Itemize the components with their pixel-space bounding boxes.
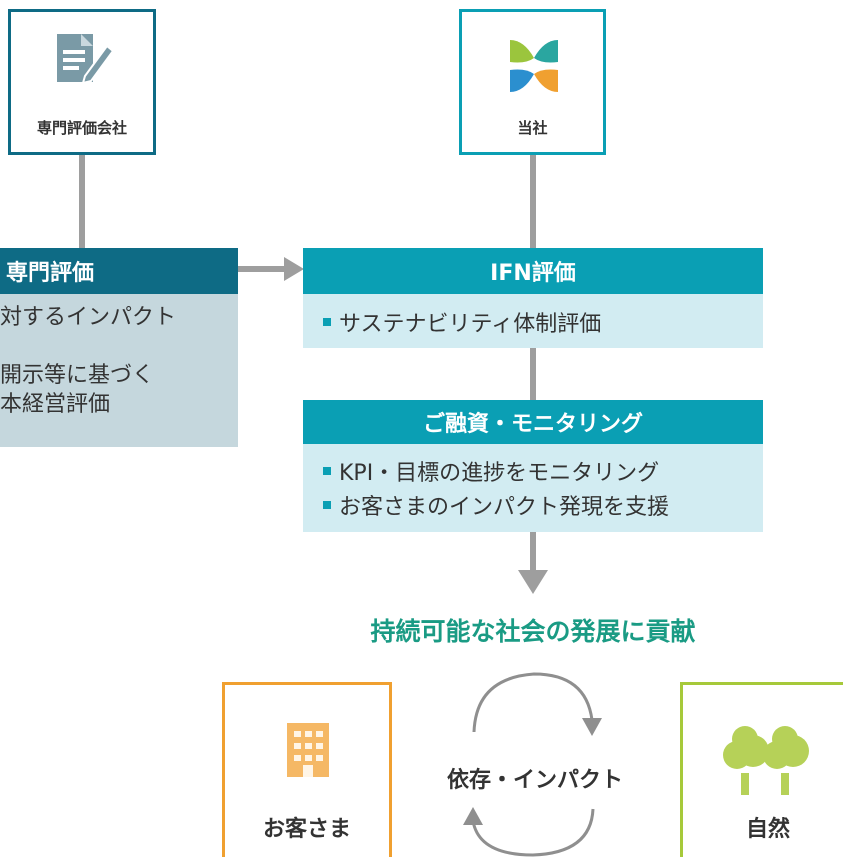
expert-eval-title: 専門評価 [6, 261, 95, 286]
loan-monitoring-bullet-2: お客さまのインパクト発現を支援 [323, 488, 763, 522]
cycle-label: 依存・インパクト [446, 768, 623, 793]
loan-monitoring-bullet-2-text: お客さまのインパクト発現を支援 [339, 495, 670, 520]
ifn-eval-title: IFN評価 [490, 261, 576, 286]
connector-evaluator [79, 155, 85, 248]
expert-eval-line-2: 開示等に基づく [0, 363, 155, 388]
cycle-arrow-top-icon [472, 672, 602, 736]
evaluator-card: 専門評価会社 [8, 9, 156, 155]
expert-eval-body: 対するインパクト 開示等に基づく 本経営評価 [0, 294, 238, 447]
ifn-eval-bullet-text: サステナビリティ体制評価 [339, 312, 602, 337]
customer-card: お客さま [222, 682, 392, 857]
connector-ifn-loan [530, 348, 536, 400]
connector-company-ifn [530, 155, 536, 248]
loan-monitoring-bullet-1: KPI・目標の進捗をモニタリング [323, 454, 763, 488]
company-label: 当社 [517, 119, 548, 137]
trees-icon [723, 726, 809, 795]
building-icon [287, 723, 329, 777]
loan-monitoring-bullet-1-text: KPI・目標の進捗をモニタリング [339, 461, 660, 486]
connector-expert-ifn [238, 266, 286, 272]
nature-card: 自然 [680, 682, 843, 857]
expert-eval-line-3: 本経営評価 [0, 392, 111, 417]
nature-label: 自然 [746, 817, 791, 842]
loan-monitoring-body: KPI・目標の進捗をモニタリング お客さまのインパクト発現を支援 [303, 444, 763, 532]
connector-loan-contribution [530, 532, 536, 572]
contribution-text: 持続可能な社会の発展に貢献 [370, 617, 696, 646]
company-card: 当社 [459, 9, 606, 155]
expert-eval-line-1: 対するインパクト [0, 305, 177, 330]
arrow-right-icon [284, 257, 304, 281]
evaluator-label: 専門評価会社 [36, 119, 127, 137]
customer-label: お客さま [262, 817, 351, 842]
arrow-down-icon [518, 570, 548, 594]
ifn-eval-header: IFN評価 [303, 248, 763, 294]
loan-monitoring-title: ご融資・モニタリング [422, 412, 643, 437]
document-pen-icon [57, 34, 115, 85]
ifn-eval-bullet: サステナビリティ体制評価 [323, 306, 763, 338]
cycle-arrow-bottom-icon [463, 807, 595, 857]
ifn-eval-body: サステナビリティ体制評価 [303, 294, 763, 348]
expert-eval-header: 専門評価 [0, 248, 238, 294]
logo-icon [510, 40, 558, 92]
loan-monitoring-header: ご融資・モニタリング [303, 400, 763, 444]
